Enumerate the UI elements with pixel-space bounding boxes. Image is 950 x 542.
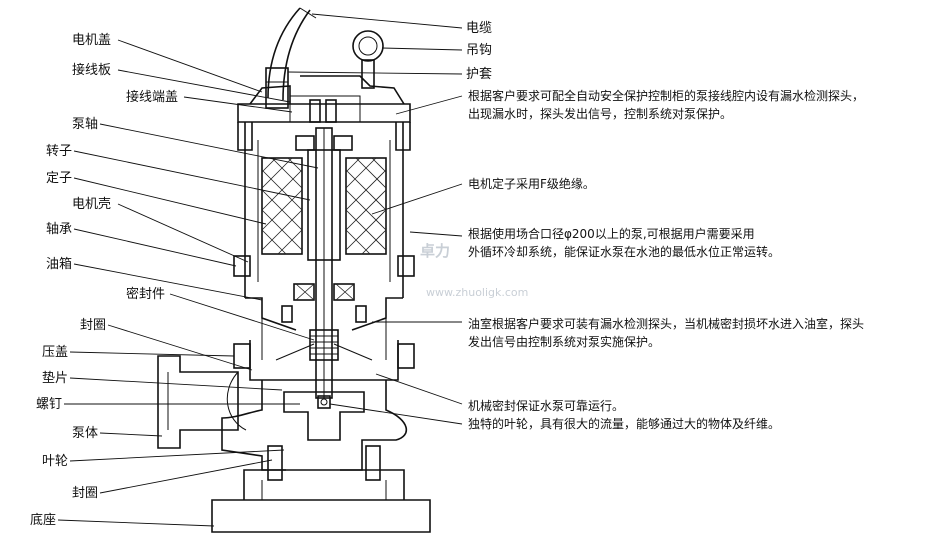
base-drawing: [211, 469, 431, 533]
label-rotor: 转子: [46, 144, 72, 159]
label-impeller: 叶轮: [42, 454, 68, 469]
desc-oil-probe-2: 发出信号由控制系统对泵实施保护。: [468, 334, 660, 349]
pump-drawing: [157, 7, 431, 533]
bearing-drawing: [293, 135, 355, 301]
desc-impeller: 独特的叶轮，具有很大的流量，能够通过大的物体及纤维。: [468, 416, 780, 431]
right-labels: 电缆 吊钩 护套: [466, 20, 492, 82]
label-stator: 定子: [46, 171, 72, 186]
hook-drawing: [352, 30, 384, 89]
label-motor-cover: 电机盖: [72, 33, 111, 48]
watermark-logo: 卓力: [420, 242, 450, 260]
desc-cooling-2: 外循环冷却系统，能保证水泵在水池的最低水位正常运转。: [468, 244, 780, 259]
left-labels: 电机盖 接线板 接线端盖 泵轴 转子 定子 电机壳 轴承 油箱 密封件 封圈 压…: [30, 33, 178, 528]
label-sleeve: 护套: [466, 66, 492, 82]
left-leader-lines: [57, 39, 319, 527]
desc-leak-probe-2: 出现漏水时，探头发出信号，控制系统对泵保护。: [468, 106, 732, 121]
label-bearing: 轴承: [46, 222, 72, 237]
label-screw: 螺钉: [36, 397, 62, 412]
desc-oil-probe-1: 油室根据客户要求可装有漏水检测探头，当机械密封损坏水进入油室，探头: [468, 316, 864, 331]
label-seal-part: 密封件: [126, 286, 165, 302]
pump-body-drawing: [221, 380, 407, 471]
desc-cooling-1: 根据使用场合口径φ200以上的泵,可根据用户需要采用: [468, 226, 755, 241]
label-seal-ring-2: 封圈: [72, 486, 98, 501]
impeller-drawing: [283, 391, 365, 441]
watermark: 卓力 www.zhuoligk.com: [420, 242, 528, 299]
motor-casing-drawing: [244, 122, 404, 298]
descriptions: 根据客户要求可配全自动安全保护控制柜的泵接线腔内设有漏水检测探头， 出现漏水时，…: [468, 88, 864, 431]
label-hook: 吊钩: [466, 43, 492, 58]
label-gasket: 垫片: [42, 370, 68, 386]
stator-drawing: [261, 157, 303, 255]
label-cable: 电缆: [466, 20, 492, 36]
right-leader-lines: [287, 13, 463, 425]
label-seal-ring-1: 封圈: [80, 318, 106, 333]
label-pump-body: 泵体: [72, 426, 98, 441]
desc-leak-probe-1: 根据客户要求可配全自动安全保护控制柜的泵接线腔内设有漏水检测探头，: [468, 88, 864, 103]
label-oil-box: 油箱: [46, 256, 72, 272]
label-pump-shaft: 泵轴: [72, 117, 98, 132]
desc-insulation: 电机定子采用F级绝缘。: [468, 176, 595, 191]
label-gland: 压盖: [42, 345, 68, 360]
mechanical-seal-drawing: [309, 329, 339, 361]
watermark-url: www.zhuoligk.com: [426, 286, 528, 299]
desc-mech-seal: 机械密封保证水泵可靠运行。: [468, 398, 624, 413]
label-terminal-board: 接线板: [72, 62, 111, 78]
label-terminal-cap: 接线端盖: [126, 89, 178, 105]
label-motor-casing: 电机壳: [72, 197, 111, 212]
cable-drawing: [267, 7, 311, 101]
label-base: 底座: [30, 512, 56, 528]
